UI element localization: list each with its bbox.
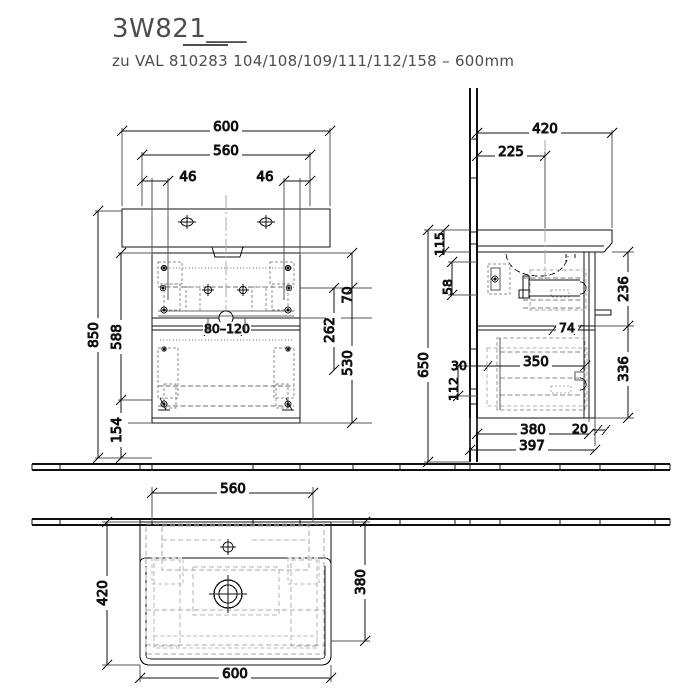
front-extension-lines [95, 128, 372, 459]
dim-label-side-336: 336 [616, 356, 632, 382]
dimension-front-600: 600 [116, 119, 336, 137]
dimension-plan-420: 420 [95, 516, 114, 671]
front-elevation-view: 600 560 46 [86, 119, 372, 464]
dimension-front-46-right: 46 [256, 169, 316, 187]
dimension-side-112: 112 [446, 360, 464, 401]
front-lower-drawer-hardware [158, 346, 294, 411]
dim-label-front-600: 600 [213, 119, 239, 135]
front-upper-drawer-hardware [152, 264, 300, 326]
dim-label-plan-420: 420 [95, 580, 111, 606]
dimension-front-850: 850 [86, 205, 105, 464]
dim-label-front-530: 530 [340, 350, 356, 376]
plan-hidden-lines [145, 523, 325, 655]
dim-label-front-46-left: 46 [179, 169, 196, 185]
dimension-front-560: 560 [136, 143, 316, 161]
dimension-front-46-left: 46 [136, 169, 197, 187]
dimension-side-58: 58 [440, 256, 458, 301]
dim-label-side-236: 236 [616, 276, 632, 302]
dim-label-front-262: 262 [322, 317, 338, 343]
dim-label-side-115: 115 [432, 232, 447, 256]
dimension-side-20: 20 [568, 421, 611, 437]
dim-label-plan-600: 600 [222, 666, 248, 682]
dim-label-front-80-120: 80–120 [204, 321, 250, 336]
dimension-side-30: 30 [451, 358, 493, 374]
dimension-front-262: 262 [322, 282, 341, 376]
dimension-side-336: 336 [616, 326, 635, 424]
dim-label-side-20: 20 [572, 421, 588, 436]
side-lower-drawer-hardware [499, 338, 587, 410]
dim-label-side-397: 397 [519, 438, 545, 454]
dim-label-plan-560: 560 [220, 481, 246, 497]
dimension-side-380: 380 [471, 422, 595, 440]
dimension-front-80-120: 80–120 [203, 318, 251, 337]
dimension-side-397: 397 [464, 438, 601, 456]
dim-label-front-46-right: 46 [256, 169, 273, 185]
dimension-plan-600: 600 [134, 666, 337, 684]
dimension-front-530: 530 [340, 288, 359, 429]
dim-label-front-70: 70 [340, 286, 356, 303]
dimension-side-225: 225 [471, 144, 551, 162]
dim-label-side-74: 74 [559, 320, 575, 335]
dim-label-side-420: 420 [532, 121, 558, 137]
dimension-side-236: 236 [616, 246, 635, 332]
dimension-side-650: 650 [416, 224, 435, 468]
dim-label-side-112: 112 [446, 377, 461, 401]
dim-label-front-560: 560 [213, 143, 239, 159]
side-basin [476, 229, 613, 277]
dim-label-plan-380: 380 [353, 569, 369, 595]
dimension-side-74: 74 [548, 320, 583, 336]
side-wall [469, 88, 478, 462]
side-upper-drawer-hardware [490, 267, 587, 299]
dim-label-side-225: 225 [498, 144, 524, 160]
dimension-front-154: 154 [109, 400, 128, 464]
side-upper-drawer-internals [487, 263, 587, 311]
plan-fixtures [209, 539, 247, 613]
dimension-plan-560: 560 [146, 481, 319, 499]
dim-label-side-650: 650 [416, 352, 432, 378]
dim-label-front-154: 154 [109, 417, 125, 443]
plan-basin-outline [139, 521, 332, 666]
dimension-side-115: 115 [432, 224, 450, 258]
dim-label-side-58: 58 [440, 279, 455, 295]
dimension-front-588: 588 [109, 247, 128, 423]
side-extension-lines [424, 130, 634, 463]
dim-label-front-588: 588 [109, 324, 125, 350]
dimension-side-350: 350 [488, 354, 591, 372]
floor-section-line-upper [31, 463, 671, 471]
side-lower-drawer-internals [486, 337, 588, 411]
dimension-front-70: 70 [340, 247, 358, 304]
dim-label-side-380: 380 [520, 422, 546, 438]
dimension-plan-380: 380 [353, 516, 372, 647]
side-section-view: 420 225 115 [416, 88, 635, 468]
dim-label-side-350: 350 [523, 354, 549, 370]
dim-label-front-850: 850 [86, 322, 102, 348]
plan-extension-lines [102, 487, 370, 682]
dimension-side-420: 420 [471, 121, 618, 139]
floor-section-line-lower [31, 518, 671, 526]
plan-view: 560 420 380 [95, 481, 372, 684]
front-lower-drawer-internals [157, 339, 295, 409]
